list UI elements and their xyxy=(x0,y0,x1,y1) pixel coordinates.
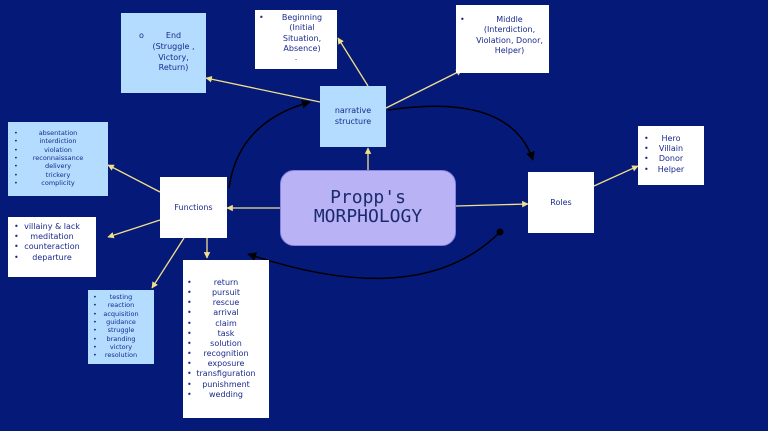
function-item: branding xyxy=(93,335,149,344)
roles-label: Roles xyxy=(550,198,572,207)
middle-node: Middle (Interdiction, Violation, Donor, … xyxy=(456,5,549,73)
function-item: departure xyxy=(14,253,90,263)
curve-start-dot xyxy=(496,228,504,236)
function-item: resolution xyxy=(93,351,149,360)
link-functions-complication xyxy=(107,219,161,239)
roles-list-node: Hero Villain Donor Helper xyxy=(638,126,704,185)
function-item: reconnaissance xyxy=(14,154,102,163)
role-item: Donor xyxy=(644,154,698,164)
link-functions-donor xyxy=(151,237,185,289)
title-line-2: MORPHOLOGY xyxy=(313,206,423,227)
curve-functions-narrative xyxy=(228,99,311,189)
return-functions-node: return pursuit rescue arrival claim task… xyxy=(183,260,269,418)
function-item: interdiction xyxy=(14,137,102,146)
middle-item: Middle (Interdiction, Violation, Donor, … xyxy=(460,15,545,57)
function-item: acquisition xyxy=(93,310,149,319)
function-item: recognition xyxy=(187,349,265,359)
function-item: task xyxy=(187,329,265,339)
function-item: villainy & lack xyxy=(14,222,90,232)
title-node: Propp's MORPHOLOGY xyxy=(280,170,456,246)
function-item: return xyxy=(187,278,265,288)
function-item: absentation xyxy=(14,129,102,138)
function-item: violation xyxy=(14,146,102,155)
functions-node: Functions xyxy=(160,177,227,238)
link-functions-prep xyxy=(107,164,161,193)
link-narrative-end xyxy=(205,76,321,103)
donor-functions-node: testing reaction acquisition guidance st… xyxy=(88,290,154,364)
function-item: arrival xyxy=(187,308,265,318)
function-item: struggle xyxy=(93,326,149,335)
beginning-node: Beginning (Initial Situation, Absence) . xyxy=(255,10,337,69)
link-narrative-beginning xyxy=(337,37,369,87)
function-item: rescue xyxy=(187,298,265,308)
end-node: End (Struggle , Victory, Return) xyxy=(121,13,206,93)
function-item: claim xyxy=(187,319,265,329)
function-item: delivery xyxy=(14,162,102,171)
function-item: wedding xyxy=(187,390,265,400)
end-item: End (Struggle , Victory, Return) xyxy=(139,31,198,74)
curve-narrative-roles xyxy=(387,105,535,161)
complication-functions-node: villainy & lack meditation counteraction… xyxy=(8,217,96,277)
function-item: punishment xyxy=(187,380,265,390)
function-item: guidance xyxy=(93,318,149,327)
narrative-structure-label: narrative structure xyxy=(334,106,372,126)
function-item: reaction xyxy=(93,301,149,310)
link-title-roles xyxy=(455,200,529,208)
preparation-functions-node: absentation interdiction violation recon… xyxy=(8,122,108,196)
roles-node: Roles xyxy=(528,172,594,233)
function-item: trickery xyxy=(14,171,102,180)
function-item: victory xyxy=(93,343,149,352)
function-item: complicity xyxy=(14,179,102,188)
narrative-structure-node: narrative structure xyxy=(320,86,386,147)
role-item: Helper xyxy=(644,165,698,175)
link-roles-list xyxy=(593,165,639,187)
curve-roles-return xyxy=(247,231,501,280)
function-item: transfiguration xyxy=(187,369,265,379)
function-item: testing xyxy=(93,293,149,302)
function-item: solution xyxy=(187,339,265,349)
function-item: exposure xyxy=(187,359,265,369)
role-item: Hero xyxy=(644,134,698,144)
link-narrative-middle xyxy=(385,69,463,109)
function-item: meditation xyxy=(14,232,90,242)
function-item: pursuit xyxy=(187,288,265,298)
role-item: Villain xyxy=(644,144,698,154)
beginning-trailing-dot: . xyxy=(294,52,298,62)
functions-label: Functions xyxy=(174,203,213,212)
beginning-item: Beginning (Initial Situation, Absence) xyxy=(259,13,333,55)
title-line-1: Propp's xyxy=(330,187,406,209)
function-item: counteraction xyxy=(14,242,90,252)
